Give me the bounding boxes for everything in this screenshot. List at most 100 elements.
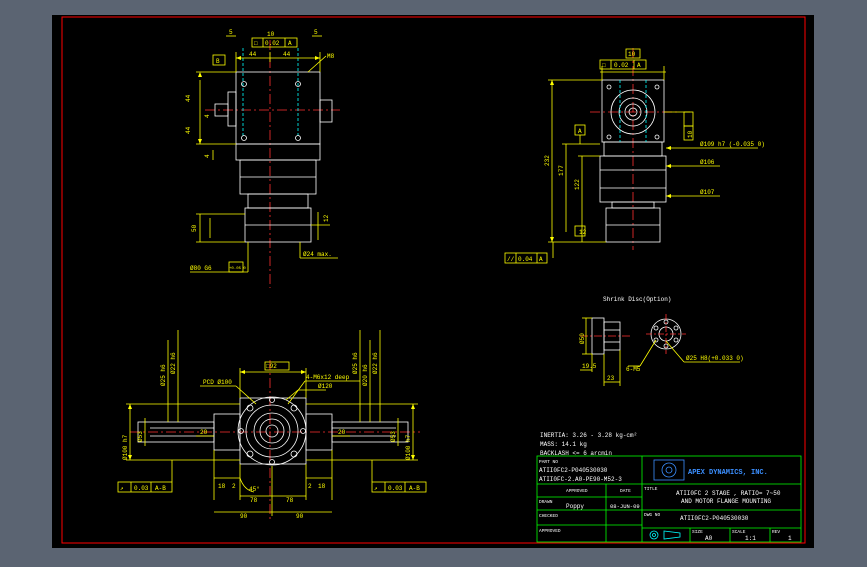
rev-value: 1 [788, 535, 792, 542]
top-dim-12: 12 [323, 214, 330, 222]
approved-label: APPROVED [566, 488, 588, 494]
approved2-label: APPROVED [539, 528, 561, 534]
shrink-disc-labels: Shrink Disc(Option) Ø50 19.5 23 6-M5 Ø25… [579, 296, 744, 382]
shrink-dim-50: Ø50 [579, 333, 586, 344]
right-view [504, 48, 758, 264]
front-pcd: PCD Ø100 [203, 379, 232, 386]
top-datum-b: B [216, 58, 220, 65]
right-dim-122: 122 [574, 179, 581, 190]
scale-label: SCALE [732, 529, 746, 535]
front-dim-45: 45° [249, 486, 260, 493]
shrink-dim-23: 23 [607, 375, 615, 382]
company-logo [661, 462, 677, 478]
right-dim-107: Ø107 [700, 189, 715, 196]
right-dim-106: Ø106 [700, 159, 715, 166]
right-dim-232: 232 [544, 155, 551, 166]
runout-left-value: 0.03 [134, 485, 149, 492]
part-no-1: ATII0FC2-P040530030 [539, 467, 608, 474]
drawn-label: DRAWN [539, 499, 553, 505]
front-dim-2a: 2 [232, 483, 236, 490]
front-dim-18b: 18 [318, 483, 326, 490]
top-dim-44c: 44 [185, 94, 192, 102]
part-no-label: PART NO [539, 459, 558, 465]
top-dim-5a: 5 [229, 29, 233, 36]
top-dim-10: 10 [267, 31, 275, 38]
title-label: TITLE [644, 486, 658, 492]
front-view [117, 330, 427, 520]
right-perp-datum: A [539, 256, 543, 263]
rev-label: REV [772, 529, 780, 535]
front-dim-100b: Ø100 h7 [405, 434, 412, 460]
front-dim-78a: 78 [250, 497, 258, 504]
front-dim-53a: Ø53 [137, 431, 144, 442]
top-view [190, 35, 340, 288]
title-block [536, 455, 802, 543]
right-datum-tag: A [578, 128, 582, 135]
shrink-dim-19-5: 19.5 [582, 363, 597, 370]
runout-left-datum: A-B [155, 485, 166, 492]
front-dim-90a: 90 [240, 513, 248, 520]
right-perp-value: 0.04 [518, 256, 533, 263]
top-datum-a: A [288, 40, 292, 47]
front-view-labels: □92 PCD Ø100 Ø120 4-M6x12 deep Ø25 h6 Ø2… [120, 352, 420, 520]
scale-value: 1:1 [745, 535, 756, 542]
right-dim-109: Ø109 h7 (-0.035 0) [700, 141, 765, 148]
part-no-2: ATII0FC-2.A0-PE90-M52-3 [539, 476, 622, 483]
front-dim-18a: 18 [218, 483, 226, 490]
front-dim-92: □92 [266, 363, 277, 370]
right-flatness-value: 0.02 [614, 62, 629, 69]
date-label: DATE [620, 488, 631, 494]
top-dim-4b: 4 [204, 154, 211, 158]
projection-symbol-icon [649, 530, 681, 540]
size-label: SIZE [692, 529, 703, 535]
runout-right-value: 0.03 [388, 485, 403, 492]
runout-right-symbol: ↗ [374, 485, 378, 492]
front-dim-right-1: Ø25 h6 [352, 352, 359, 374]
front-dim-right-3: Ø22 h6 [372, 352, 379, 374]
top-dim-50: 50 [191, 224, 198, 232]
dwg-no-label: DWG NO [644, 512, 661, 518]
top-dim-44a: 44 [249, 51, 257, 58]
top-dim-80-g6: Ø80 G6 [190, 265, 212, 272]
top-flatness-value: 0.02 [265, 40, 280, 47]
checked-label: CHECKED [539, 513, 558, 519]
right-dim-10a: 10 [628, 51, 636, 58]
right-dim-10b: 10 [687, 130, 694, 138]
dwg-no: ATII0FC2-P040530030 [680, 515, 749, 522]
front-dim-left-1: Ø25 h6 [160, 364, 167, 386]
front-thread: 4-M6x12 deep [306, 374, 350, 381]
shrink-disc-title: Shrink Disc(Option) [603, 296, 671, 303]
spec-inertia: INERTIA: 3.26 - 3.28 kg-cm² [540, 432, 637, 439]
front-dim-left-2: Ø22 h6 [170, 352, 177, 374]
front-dim-100a: Ø100 h7 [122, 434, 129, 460]
front-dim-53b: Ø53 [390, 431, 397, 442]
runout-right-datum: A-B [409, 485, 420, 492]
title-line1: ATII0FC 2 STAGE , RATIO= 7~50 [676, 490, 781, 497]
top-dim-44d: 44 [185, 126, 192, 134]
top-tol-small: +0.05 0 [229, 267, 246, 271]
front-dim-120: Ø120 [318, 383, 333, 390]
top-flatness-symbol: □ [254, 40, 258, 47]
top-dim-24-max: Ø24 max. [303, 251, 332, 258]
shrink-dim-25-h8: Ø25 H8(+0.033 0) [686, 355, 744, 362]
front-dim-90b: 90 [296, 513, 304, 520]
front-dim-right-2: Ø20 h6 [362, 364, 369, 386]
right-flatness-symbol: □ [602, 62, 606, 69]
sheet-border [61, 16, 806, 544]
right-dim-12: 12 [579, 229, 587, 236]
top-dim-5b: 5 [314, 29, 318, 36]
front-dim-20b: 20 [338, 429, 346, 436]
drawn-date: 08-JUN-09 [610, 503, 640, 510]
runout-left-symbol: ↗ [120, 485, 124, 492]
title-block-labels: PART NO ATII0FC2-P040530030 ATII0FC-2.A0… [539, 459, 792, 542]
shrink-dim-6-m5: 6-M5 [626, 366, 641, 373]
front-dim-78b: 78 [286, 497, 294, 504]
right-view-labels: 10 □ 0.02 A 10 Ø109 h7 (-0.035 0) Ø106 Ø… [507, 51, 765, 263]
top-view-labels: 5 5 □ 0.02 A B 44 44 M8 10 44 44 4 4 50 … [185, 29, 335, 272]
spec-backlash: BACKLASH <= 6 arcmin [540, 450, 612, 457]
right-dim-177: 177 [558, 165, 565, 176]
right-perp-symbol: // [507, 256, 515, 263]
front-dim-2b: 2 [308, 483, 312, 490]
